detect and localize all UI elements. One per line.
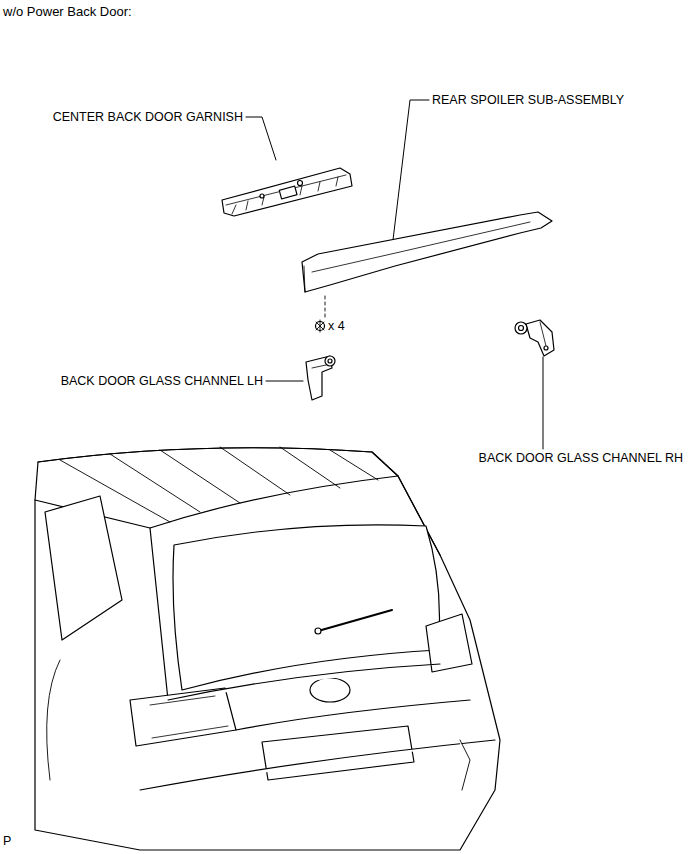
part-name: BACK DOOR GLASS CHANNEL LH — [60, 374, 264, 389]
garnish-figure — [222, 168, 352, 216]
quantity: x 4 — [327, 319, 346, 334]
vehicle-figure — [35, 447, 500, 850]
leader-lines — [246, 100, 543, 449]
figure-code: P — [2, 834, 12, 849]
part-name: REAR SPOILER SUB-ASSEMBLY — [431, 93, 625, 108]
part-name: CENTER BACK DOOR GARNISH — [52, 110, 244, 125]
part-name: BACK DOOR GLASS CHANNEL RH — [478, 451, 684, 466]
channel-rh-figure — [515, 320, 554, 356]
spoiler-figure — [302, 212, 552, 318]
diagram-title: w/o Power Back Door: — [2, 4, 133, 19]
channel-lh-figure — [306, 356, 335, 400]
clip-symbol — [316, 320, 325, 332]
